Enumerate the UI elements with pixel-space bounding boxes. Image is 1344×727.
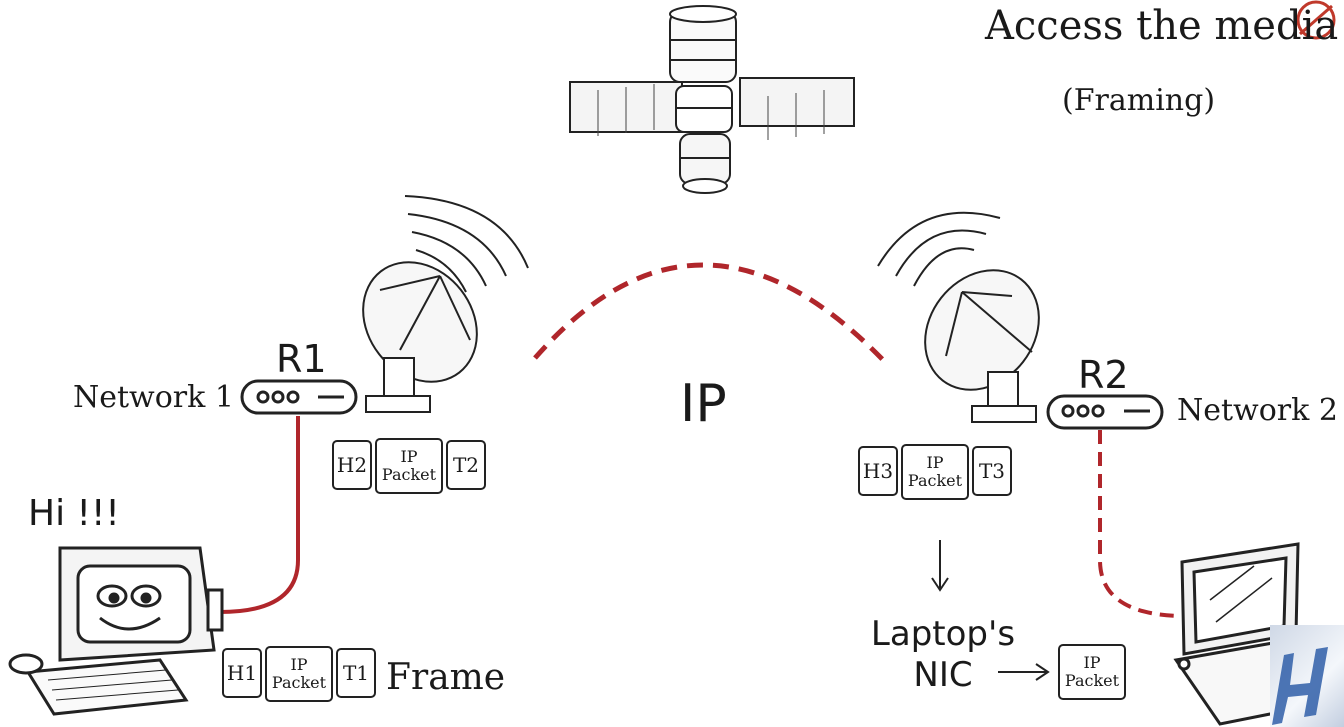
- watermark-logo: [1270, 625, 1344, 727]
- diagram-subtitle: (Framing): [1062, 83, 1216, 118]
- router-r2-label: R2: [1078, 353, 1129, 397]
- frame-header: H2: [332, 440, 372, 490]
- ip-packet-block: IP Packet: [1058, 644, 1126, 700]
- ip-packet-block: IP Packet: [901, 444, 969, 500]
- ip-packet-nic: IP Packet: [1058, 644, 1126, 700]
- frame-packet-host: H1 IP Packet T1: [222, 646, 376, 702]
- router-r2-icon: [1046, 394, 1164, 430]
- frame-trailer: T1: [336, 648, 376, 698]
- ip-packet-line2: Packet: [1064, 671, 1120, 690]
- frame-trailer: T2: [446, 440, 486, 490]
- down-arrow-icon: [931, 540, 949, 592]
- ip-packet-line1: IP: [400, 446, 418, 466]
- right-arrow-icon: [998, 663, 1050, 681]
- frame-header: H3: [858, 446, 898, 496]
- r2-laptop-link: [1098, 430, 1181, 618]
- network-1-label: Network 1: [73, 380, 234, 415]
- satellite-icon: [569, 5, 855, 194]
- satellite-dish-left-icon: [362, 195, 529, 413]
- ip-packet-line2: Packet: [907, 471, 963, 490]
- router-r1-icon: [240, 379, 358, 415]
- satellite-dish-right-icon: [877, 211, 1040, 423]
- frame-trailer: T3: [972, 446, 1012, 496]
- desktop-computer-icon: [8, 546, 224, 716]
- frame-packet-r1: H2 IP Packet T2: [332, 438, 486, 494]
- ip-packet-line1: IP: [926, 452, 944, 472]
- ip-packet-line1: IP: [290, 654, 308, 674]
- frame-label: Frame: [386, 657, 506, 698]
- frame-header: H1: [222, 648, 262, 698]
- r1-computer-link: [219, 416, 300, 614]
- frame-packet-r2: H3 IP Packet T3: [858, 444, 1012, 500]
- network-2-label: Network 2: [1177, 393, 1338, 428]
- diagram-title: Access the media: [985, 3, 1339, 49]
- ip-packet-line1: IP: [1083, 652, 1101, 672]
- ip-packet-line2: Packet: [271, 673, 327, 692]
- ip-packet-block: IP Packet: [265, 646, 333, 702]
- greeting-text: Hi !!!: [28, 493, 120, 534]
- router-r1-label: R1: [276, 337, 327, 381]
- laptop-nic-label: Laptop's NIC: [870, 614, 1016, 695]
- corner-badge-icon: [1296, 0, 1336, 40]
- ip-layer-label: IP: [680, 374, 727, 434]
- ip-packet-block: IP Packet: [375, 438, 443, 494]
- ip-packet-line2: Packet: [381, 465, 437, 484]
- satellite-link-arc: [533, 262, 887, 364]
